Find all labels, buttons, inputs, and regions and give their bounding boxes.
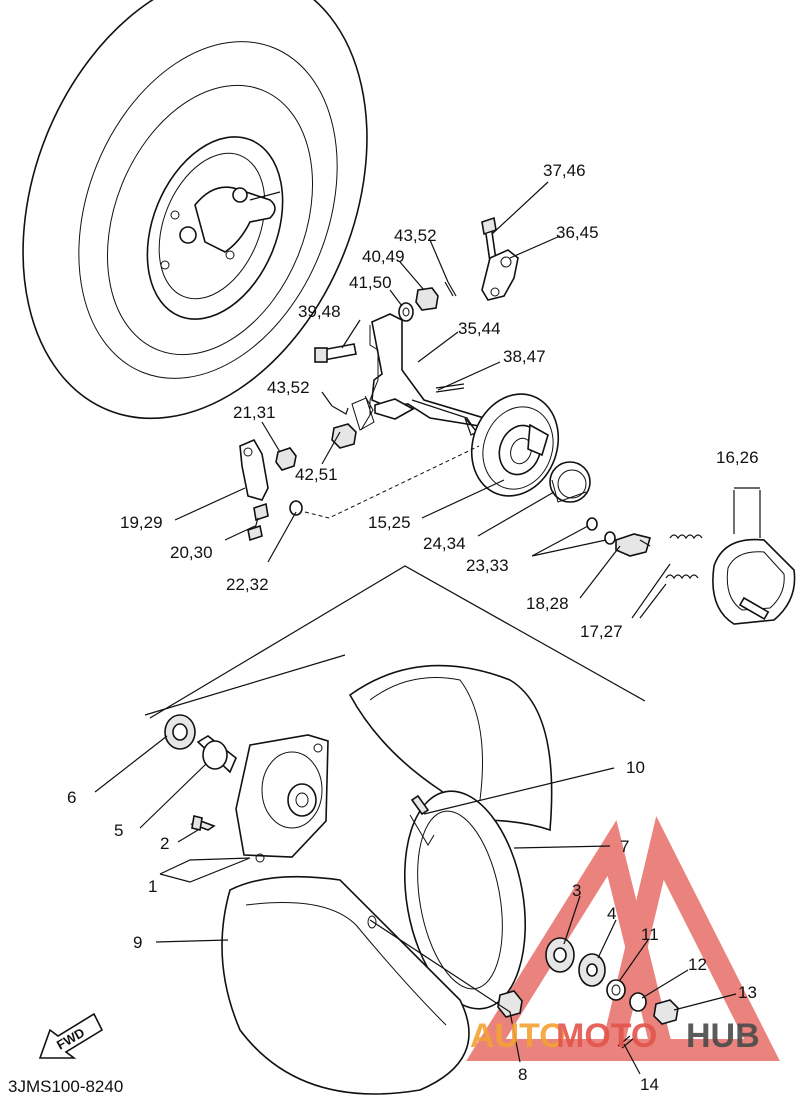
label-11: 11: [641, 925, 659, 944]
label-36-45: 36,45: [556, 223, 599, 242]
label-19-29: 19,29: [120, 513, 163, 532]
diagram-code: 3JMS100-8240: [8, 1077, 123, 1096]
label-43-52-top: 43,52: [394, 226, 437, 245]
label-13: 13: [738, 983, 757, 1002]
label-16-26: 16,26: [716, 448, 759, 467]
label-23-33: 23,33: [466, 556, 509, 575]
explosion-axis-lines: [304, 395, 480, 519]
watermark-auto: AUTO: [470, 1017, 566, 1055]
watermark-text: AUTO MOTO HUB: [470, 1017, 760, 1055]
label-3: 3: [572, 881, 581, 900]
label-1: 1: [148, 877, 157, 896]
label-24-34: 24,34: [423, 534, 466, 553]
label-10: 10: [626, 758, 645, 777]
subassembly-frame: [144, 487, 761, 719]
label-37-46: 37,46: [543, 161, 586, 180]
brake-panel: [470, 393, 796, 625]
label-15-25: 15,25: [368, 513, 411, 532]
label-2: 2: [160, 834, 169, 853]
rear-wheel-drawing: [22, 0, 368, 420]
label-21-31: 21,31: [233, 403, 276, 422]
label-5: 5: [114, 821, 123, 840]
label-12: 12: [688, 955, 707, 974]
watermark-hub: HUB: [686, 1017, 760, 1055]
front-tire-and-rim: [221, 664, 553, 1095]
brake-arm: [239, 438, 303, 542]
label-40-49: 40,49: [362, 247, 405, 266]
front-hub: [164, 714, 329, 863]
watermark-moto: MOTO: [556, 1017, 657, 1055]
label-7: 7: [620, 837, 629, 856]
label-9: 9: [133, 933, 142, 952]
label-42-51: 42,51: [295, 465, 338, 484]
label-39-48: 39,48: [298, 302, 341, 321]
label-43-52-lower: 43,52: [267, 378, 310, 397]
label-38-47: 38,47: [503, 347, 546, 366]
callout-labels: 37,46 36,45 43,52 40,49 41,50 39,48 35,4…: [67, 161, 759, 1094]
label-17-27: 17,27: [580, 622, 623, 641]
label-41-50: 41,50: [349, 273, 392, 292]
label-6: 6: [67, 788, 76, 807]
leader-lines: [94, 181, 737, 1075]
label-14: 14: [640, 1075, 659, 1094]
label-22-32: 22,32: [226, 575, 269, 594]
label-35-44: 35,44: [458, 319, 501, 338]
label-8: 8: [518, 1065, 527, 1084]
label-4: 4: [607, 904, 616, 923]
label-20-30: 20,30: [170, 543, 213, 562]
forward-direction-arrow: [38, 1012, 104, 1059]
knuckle-assembly: [314, 216, 519, 449]
label-18-28: 18,28: [526, 594, 569, 613]
